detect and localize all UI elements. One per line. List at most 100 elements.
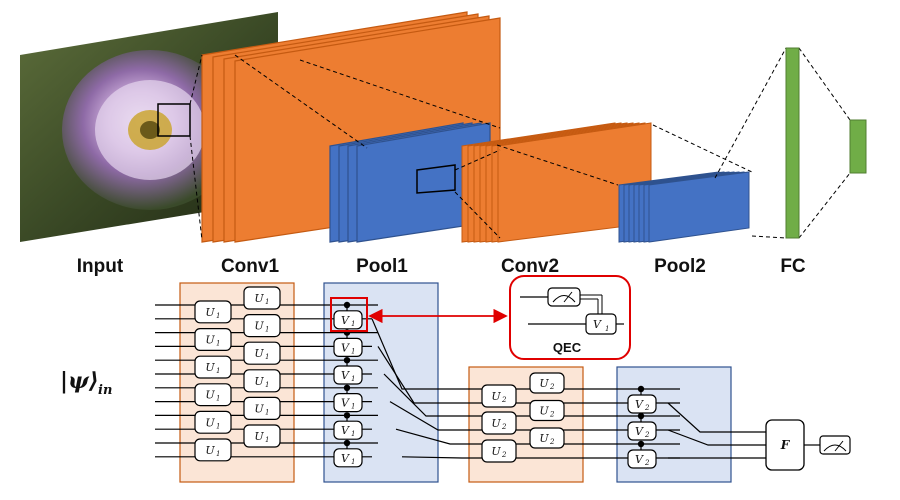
svg-text:U: U — [491, 445, 501, 458]
svg-text:U: U — [205, 361, 215, 374]
qec-v1-sub: 1 — [605, 325, 609, 333]
svg-text:U: U — [254, 402, 264, 415]
qec-v1-label: V — [593, 318, 602, 331]
svg-text:2: 2 — [501, 423, 507, 431]
measurement-icon — [547, 287, 581, 307]
pool1-feature-maps — [329, 122, 491, 243]
svg-text:1: 1 — [265, 298, 269, 306]
pool1-receptive-field — [416, 164, 456, 194]
svg-text:U: U — [205, 416, 215, 429]
svg-text:1: 1 — [265, 326, 269, 334]
svg-text:U: U — [539, 405, 549, 418]
label-pool2: Pool2 — [654, 256, 706, 277]
projection-lines — [189, 47, 851, 241]
svg-text:1: 1 — [351, 320, 355, 328]
svg-text:U: U — [491, 417, 501, 430]
label-conv2: Conv2 — [501, 256, 559, 277]
svg-text:1: 1 — [216, 422, 220, 430]
svg-text:2: 2 — [501, 451, 507, 459]
svg-text:2: 2 — [644, 459, 650, 467]
svg-text:U: U — [539, 432, 549, 445]
qec-v1-gate — [585, 313, 617, 335]
svg-text:U: U — [254, 430, 264, 443]
input-receptive-field — [157, 103, 191, 137]
svg-text:V: V — [341, 452, 350, 465]
fc-layer-output — [849, 119, 867, 174]
svg-text:2: 2 — [644, 431, 650, 439]
svg-text:1: 1 — [351, 347, 355, 355]
label-fc: FC — [780, 256, 806, 277]
svg-text:U: U — [254, 320, 264, 333]
routed-wire-2 — [667, 402, 766, 433]
svg-text:1: 1 — [216, 450, 220, 458]
fc-layer-large — [785, 47, 800, 239]
svg-text:V: V — [341, 314, 350, 327]
qec-inset: V 1 QEC — [509, 275, 631, 360]
routed-wire — [377, 346, 680, 404]
svg-text:1: 1 — [265, 353, 269, 361]
svg-text:1: 1 — [351, 375, 355, 383]
svg-text:1: 1 — [351, 430, 355, 438]
routed-wire — [371, 318, 680, 390]
svg-text:U: U — [254, 347, 264, 360]
svg-text:U: U — [205, 389, 215, 402]
svg-text:2: 2 — [549, 411, 555, 419]
svg-text:1: 1 — [265, 408, 269, 416]
svg-text:1: 1 — [351, 403, 355, 411]
label-conv1: Conv1 — [221, 256, 280, 277]
svg-text:U: U — [254, 292, 264, 305]
routed-wire — [395, 428, 680, 445]
svg-text:1: 1 — [216, 395, 220, 403]
highlighted-pooling-gate — [330, 297, 368, 332]
svg-text:1: 1 — [351, 458, 355, 466]
svg-text:U: U — [491, 390, 501, 403]
svg-text:V: V — [635, 425, 644, 438]
input-state-subscript: in — [98, 383, 112, 398]
qec-label: QEC — [553, 340, 582, 355]
svg-text:U: U — [205, 334, 215, 347]
svg-text:U: U — [539, 377, 549, 390]
svg-text:1: 1 — [265, 381, 269, 389]
conv2-feature-maps — [461, 122, 652, 243]
svg-text:V: V — [635, 453, 644, 466]
svg-text:V: V — [341, 341, 350, 354]
input-state-label: |ψ⟩ — [60, 368, 99, 394]
routed-wire — [383, 373, 680, 417]
svg-text:1: 1 — [216, 312, 220, 320]
svg-text:U: U — [205, 306, 215, 319]
svg-text:2: 2 — [501, 396, 507, 404]
svg-text:V: V — [341, 369, 350, 382]
svg-text:2: 2 — [549, 438, 555, 446]
pool2-feature-maps — [618, 171, 750, 243]
svg-text:1: 1 — [216, 340, 220, 348]
label-pool1: Pool1 — [356, 256, 408, 277]
svg-text:2: 2 — [549, 383, 555, 391]
svg-text:2: 2 — [644, 404, 650, 412]
svg-text:U: U — [205, 444, 215, 457]
svg-text:1: 1 — [216, 367, 220, 375]
